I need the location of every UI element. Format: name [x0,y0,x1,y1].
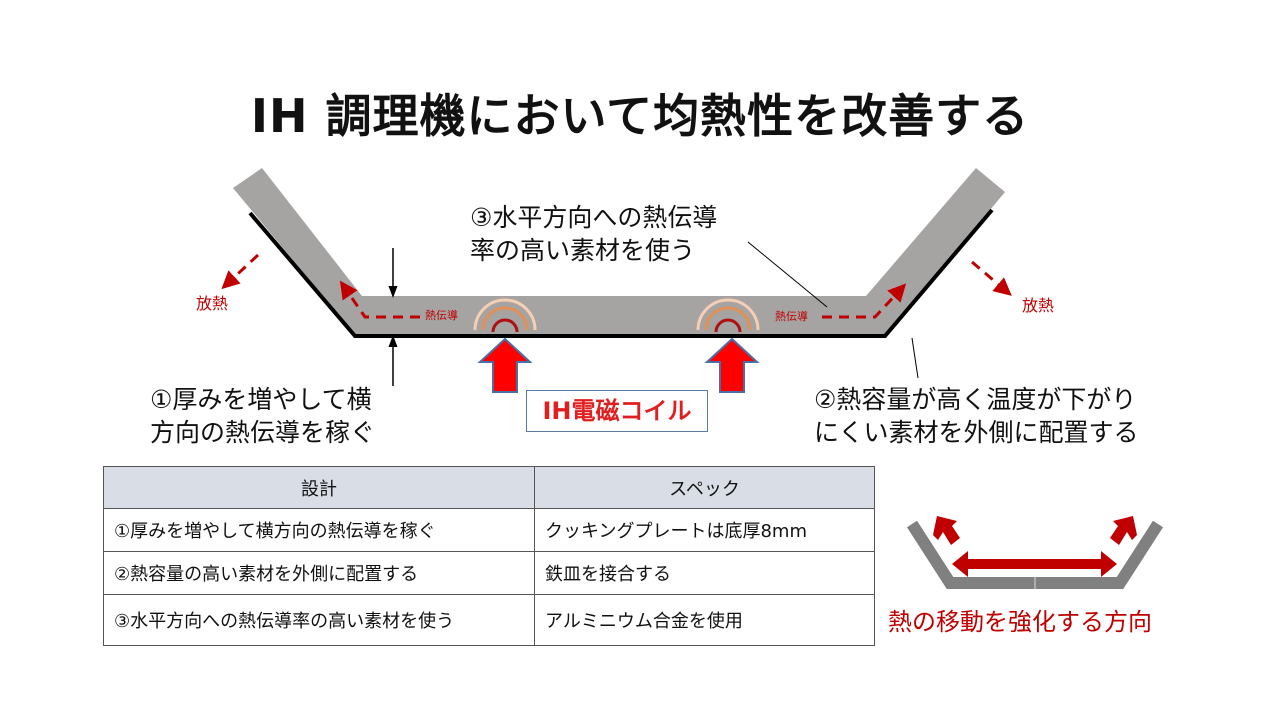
coil-arrow-icon-right [704,337,760,393]
arrow-up-right-icon [1110,516,1137,545]
heat-release-left: 放熱 [196,294,229,313]
header-design: 設計 [103,466,535,509]
table-header: 設計 スペック [103,466,875,509]
cell-spec: クッキングプレートは底厚8mm [534,508,875,552]
cell-design: ②熱容量の高い素材を外側に配置する [103,551,535,595]
heat-wave-icon-left [473,298,537,333]
cell-design: ①厚みを増やして横方向の熱伝導を稼ぐ [103,508,535,552]
cell-spec: 鉄皿を接合する [534,551,875,595]
arrow-up-left-icon [933,516,960,545]
double-arrow-icon [952,551,1117,577]
outer-layer [248,208,994,338]
note-2: ②熱容量が高く温度が下がりにくい素材を外側に配置する [814,383,1139,449]
table-row: ①厚みを増やして横方向の熱伝導を稼ぐクッキングプレートは底厚8mm [103,508,875,552]
conduction-label-right: 熱伝導 [775,310,808,323]
heat-release-right: 放熱 [1022,296,1055,315]
leader-line-3 [747,241,828,308]
leader-line-2 [911,337,919,379]
note-1-line1: ①厚みを増やして横 [150,385,372,414]
note-3: ③水平方向への熱伝導率の高い素材を使う [470,201,717,267]
heat-flow-right [822,260,1012,319]
table-row: ③水平方向への熱伝導率の高い素材を使うアルミニウム合金を使用 [103,594,875,646]
pan-body [233,168,1005,335]
header-spec: スペック [534,466,875,509]
note-2-line2: にくい素材を外側に配置する [814,418,1139,447]
note-1-line2: 方向の熱伝導を稼ぐ [150,418,376,447]
direction-diagram [906,516,1164,589]
cell-design: ③水平方向への熱伝導率の高い素材を使う [103,594,535,646]
note-2-line1: ②熱容量が高く温度が下がり [814,385,1137,414]
cell-spec: アルミニウム合金を使用 [534,594,875,646]
heat-flow-left [221,253,420,319]
page-title: IH 調理機において均熱性を改善する [250,89,1030,143]
note-1: ①厚みを増やして横方向の熱伝導を稼ぐ [150,383,375,449]
spec-table: 設計 スペック ①厚みを増やして横方向の熱伝導を稼ぐクッキングプレートは底厚8m… [103,466,875,646]
coil-arrow-icon-left [477,337,533,393]
ih-coil-label: IH電磁コイル [526,390,708,432]
note-3-line2: 率の高い素材を使う [470,236,696,265]
direction-caption: 熱の移動を強化する方向 [888,608,1152,636]
heat-wave-icon-right [696,298,760,333]
conduction-label-left: 熱伝導 [425,309,458,322]
table-row: ②熱容量の高い素材を外側に配置する鉄皿を接合する [103,551,875,595]
note-3-line1: ③水平方向への熱伝導 [470,203,718,232]
